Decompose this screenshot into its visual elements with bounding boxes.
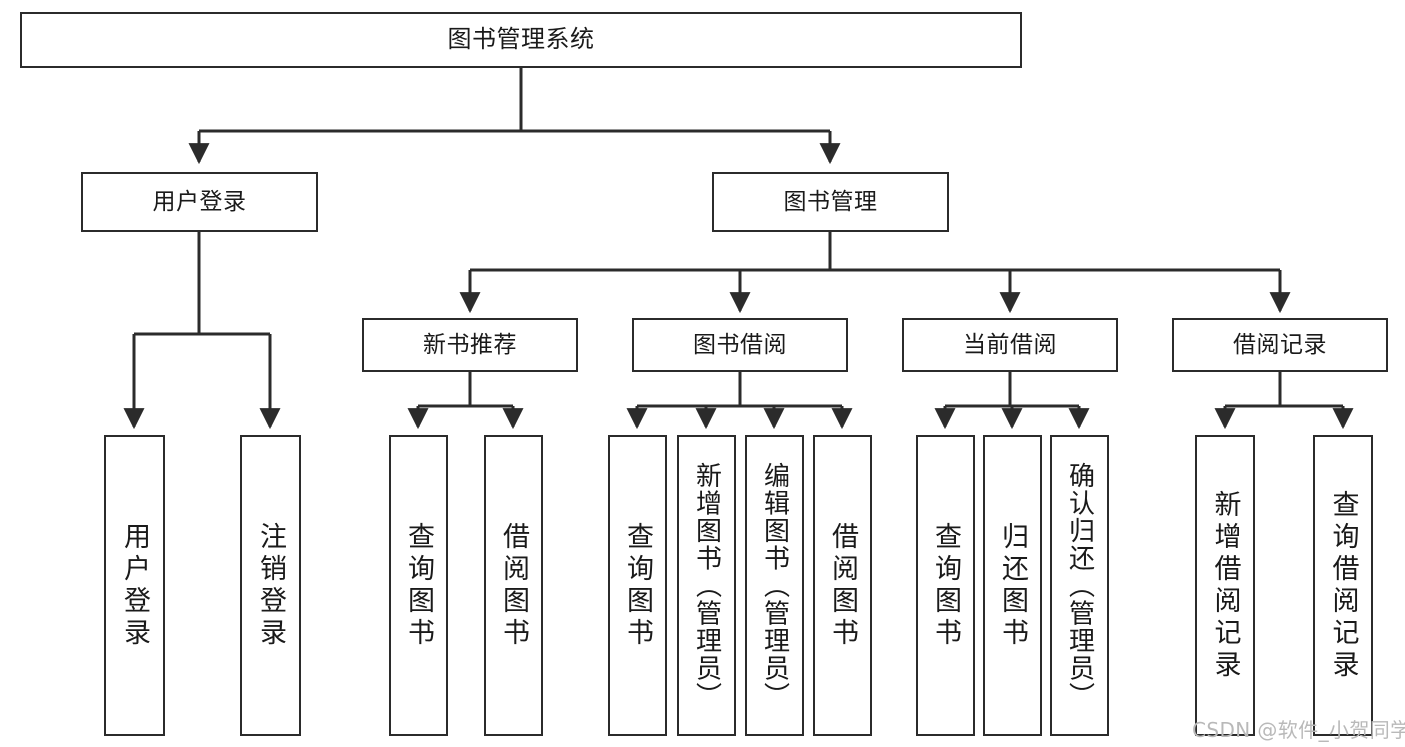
leaf-logout-login[interactable]: 注销登录 <box>240 435 301 736</box>
leaf-borrow-book-recommend[interactable]: 借阅图书 <box>484 435 543 736</box>
node-user-login[interactable]: 用户登录 <box>81 172 318 232</box>
node-label: 注销登录 <box>255 521 286 650</box>
node-book-manage[interactable]: 图书管理 <box>712 172 949 232</box>
node-book-borrow[interactable]: 图书借阅 <box>632 318 848 372</box>
node-label: 新增图书（管理员） <box>691 461 722 710</box>
node-current-borrow[interactable]: 当前借阅 <box>902 318 1118 372</box>
node-new-book-recommend[interactable]: 新书推荐 <box>362 318 578 372</box>
node-label: 用户登录 <box>119 521 150 650</box>
node-label: 当前借阅 <box>963 331 1057 358</box>
node-label: 归还图书 <box>997 521 1028 650</box>
node-label: 查询图书 <box>403 521 434 650</box>
leaf-query-book-borrow[interactable]: 查询图书 <box>608 435 667 736</box>
node-label: 查询图书 <box>930 521 961 650</box>
leaf-edit-book-admin[interactable]: 编辑图书（管理员） <box>745 435 804 736</box>
leaf-borrow-book[interactable]: 借阅图书 <box>813 435 872 736</box>
node-label: 图书借阅 <box>693 331 787 358</box>
node-label: 查询借阅记录 <box>1327 489 1359 682</box>
node-label: 编辑图书（管理员） <box>759 461 790 710</box>
leaf-add-borrow-record[interactable]: 新增借阅记录 <box>1195 435 1255 736</box>
leaf-query-book-recommend[interactable]: 查询图书 <box>389 435 448 736</box>
node-label: 新书推荐 <box>423 331 517 358</box>
leaf-confirm-return-admin[interactable]: 确认归还（管理员） <box>1050 435 1109 736</box>
leaf-user-login[interactable]: 用户登录 <box>104 435 165 736</box>
node-label: 查询图书 <box>622 521 653 650</box>
node-label: 图书管理系统 <box>447 25 595 54</box>
leaf-query-borrow-record[interactable]: 查询借阅记录 <box>1313 435 1373 736</box>
node-label: 借阅图书 <box>498 521 529 650</box>
node-label: 图书管理 <box>783 188 878 215</box>
node-label: 用户登录 <box>152 188 247 215</box>
node-root-system[interactable]: 图书管理系统 <box>20 12 1022 68</box>
node-label: 借阅图书 <box>827 521 858 650</box>
node-label: 确认归还（管理员） <box>1064 461 1095 710</box>
leaf-query-book-current[interactable]: 查询图书 <box>916 435 975 736</box>
node-borrow-record[interactable]: 借阅记录 <box>1172 318 1388 372</box>
leaf-return-book[interactable]: 归还图书 <box>983 435 1042 736</box>
leaf-add-book-admin[interactable]: 新增图书（管理员） <box>677 435 736 736</box>
node-label: 新增借阅记录 <box>1209 489 1241 682</box>
node-label: 借阅记录 <box>1233 331 1327 358</box>
